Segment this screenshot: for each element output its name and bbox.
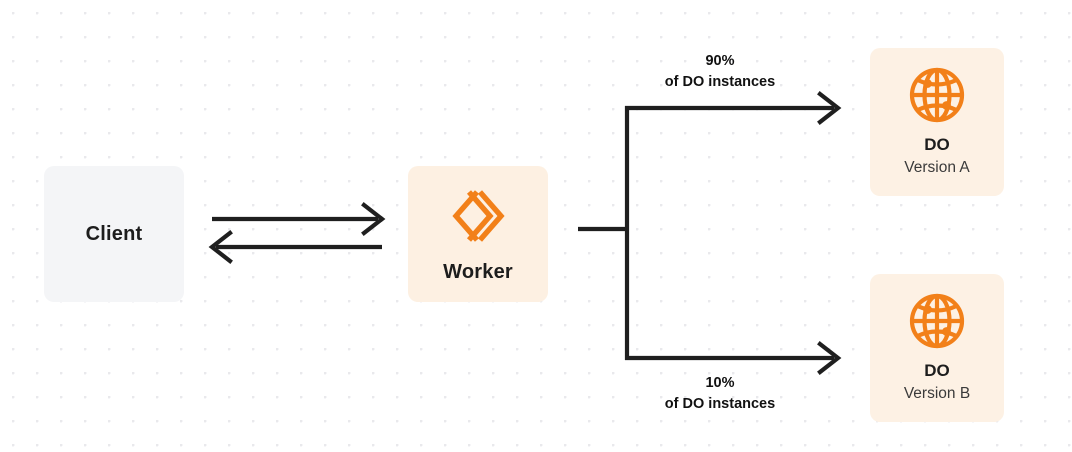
node-do-a-label: DO: [924, 135, 950, 155]
globe-icon: [908, 66, 966, 124]
node-client[interactable]: Client: [44, 166, 184, 302]
node-do-b-sublabel: Version B: [903, 384, 971, 402]
edge-label-top-caption: of DO instances: [664, 73, 776, 90]
node-do-version-a[interactable]: DO Version A: [870, 48, 1004, 196]
branch-connector: [578, 106, 630, 360]
node-do-version-b[interactable]: DO Version B: [870, 274, 1004, 422]
arrow-worker-to-client: [208, 230, 382, 264]
edge-label-bottom-percent: 10%: [705, 375, 735, 391]
globe-icon: [908, 292, 966, 350]
node-worker[interactable]: Worker: [408, 166, 548, 302]
edge-label-top: 90% of DO instances: [612, 51, 828, 92]
node-worker-label: Worker: [443, 261, 513, 283]
node-do-b-label: DO: [924, 361, 950, 381]
arrow-to-do-b: [625, 341, 842, 375]
edge-label-bottom: 10% of DO instances: [612, 373, 828, 414]
arrow-to-do-a: [625, 91, 842, 125]
edge-label-top-percent: 90%: [705, 53, 735, 69]
edge-label-bottom-caption: of DO instances: [664, 395, 776, 412]
node-do-a-sublabel: Version A: [904, 158, 970, 176]
node-client-label: Client: [85, 223, 143, 245]
cloudflare-workers-icon: [447, 185, 509, 247]
arrow-client-to-worker: [212, 202, 386, 236]
